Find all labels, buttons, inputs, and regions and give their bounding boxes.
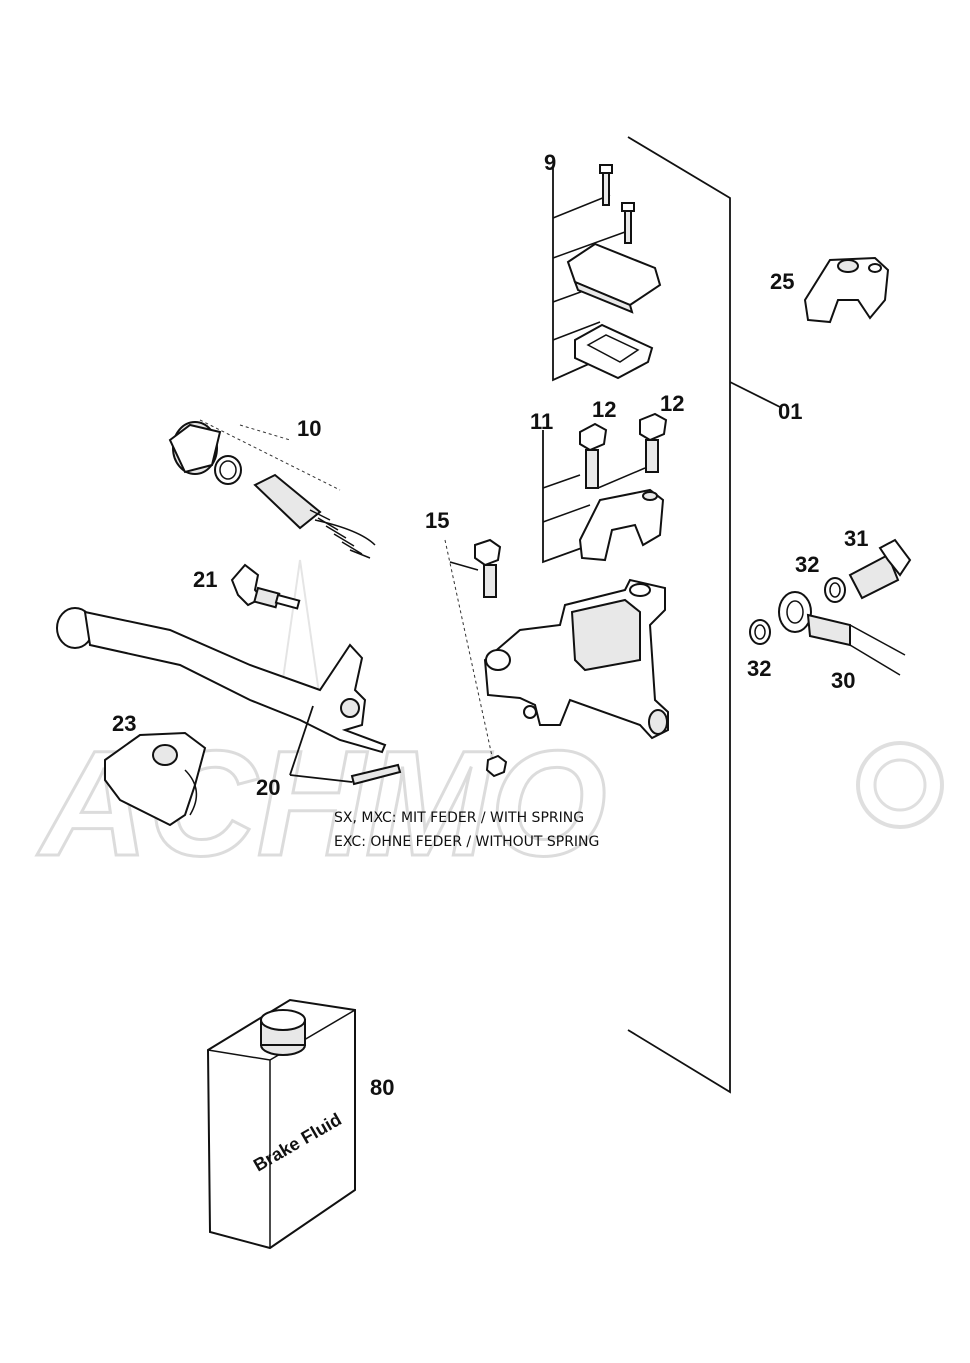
callout-23: 23 (112, 711, 136, 736)
reservoir-cover (566, 242, 662, 307)
lever-boot-23 (104, 731, 207, 827)
spring-note-line-1: SX, MXC: MIT FEDER / WITH SPRING (334, 810, 584, 826)
screw-shank (602, 172, 610, 206)
callout-21: 21 (193, 567, 217, 592)
callout-20: 20 (256, 775, 280, 800)
master-cylinder-body (483, 578, 669, 740)
callout-15: 15 (425, 508, 449, 533)
callout-25: 25 (770, 269, 794, 294)
svg-text:ACHMO: ACHMO (36, 719, 607, 887)
diaphragm (574, 323, 654, 380)
brake-line-30-31-32 (749, 538, 912, 676)
callout-32-top: 32 (795, 552, 819, 577)
screw-head (621, 202, 635, 212)
callout-01: 01 (778, 399, 802, 424)
spring-note-line-2: EXC: OHNE FEDER / WITHOUT SPRING (334, 834, 599, 850)
adjuster-screw-21 (230, 563, 301, 610)
brake-lever-20 (56, 607, 402, 786)
callout-32-bottom: 32 (747, 656, 771, 681)
clamp-bolts-11-12 (542, 412, 668, 564)
callout-12-left: 12 (592, 397, 616, 422)
piston-kit-10 (168, 419, 376, 559)
handlebar-clamp-25 (803, 256, 890, 324)
pivot-bolt-15 (444, 538, 508, 778)
screw-head (599, 164, 613, 174)
callout-31: 31 (844, 526, 868, 551)
callout-11: 11 (530, 409, 553, 434)
brake-fluid-bottle-80 (206, 998, 356, 1250)
callout-12-right: 12 (660, 391, 684, 416)
callout-10: 10 (297, 416, 321, 441)
assembly-bracket-01 (627, 136, 783, 1094)
callout-30: 30 (831, 668, 855, 693)
callout-9: 9 (544, 150, 556, 175)
reservoir-cover-group-9 (552, 164, 662, 382)
screw-shank (624, 210, 632, 244)
callout-80: 80 (370, 1075, 394, 1100)
